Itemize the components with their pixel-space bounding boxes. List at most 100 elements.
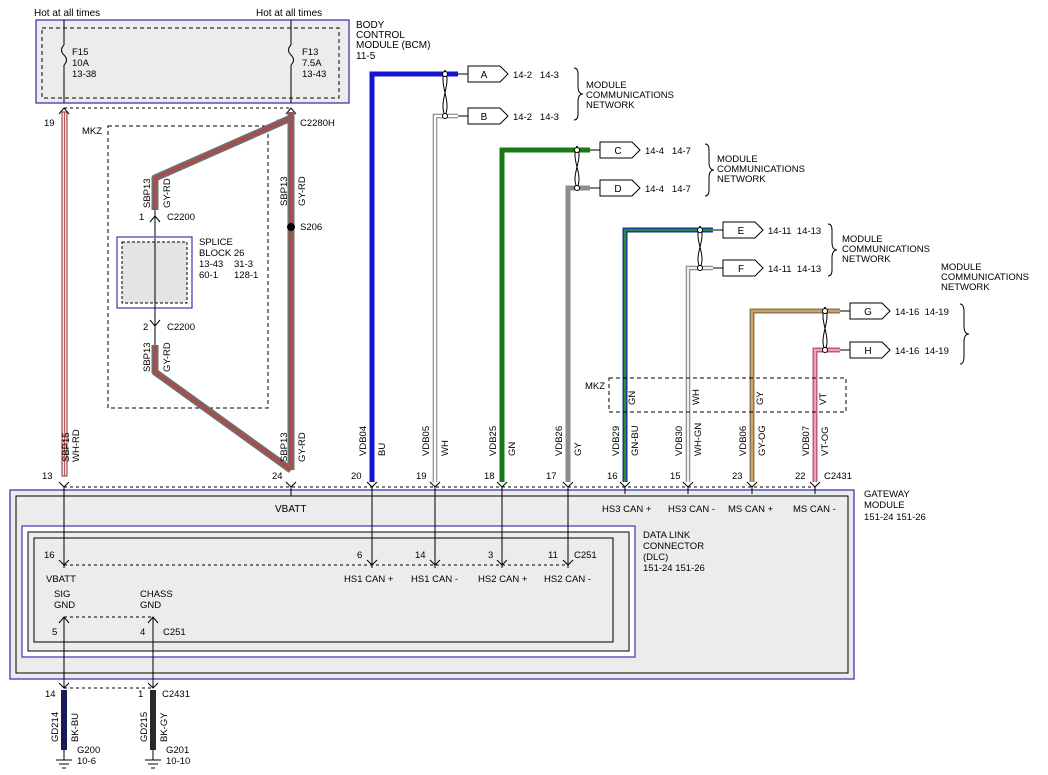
gw-pin22: 22 [795, 471, 806, 482]
network-1-line3: NETWORK [586, 100, 635, 111]
c2431-pins: 13 24 20 19 18 17 16 15 23 22 C2431 [42, 471, 852, 482]
circuit-vdb04: VDB04 [358, 426, 369, 456]
circuit-vdb30: VDB30 [674, 426, 685, 456]
c251-arrows [58, 559, 574, 566]
color-wh-gn: WH-GN [693, 423, 704, 456]
bkgy-label: BK-GY [159, 712, 170, 742]
gw-pin19: 19 [416, 471, 427, 482]
gyrd-label-b: GY-RD [297, 176, 308, 206]
sbp13-label-c: SBP13 [142, 342, 153, 372]
g201-ref: 10-10 [166, 756, 190, 767]
network-2-line2: COMMUNICATIONS [717, 164, 805, 175]
circuit-vdb26: VDB26 [554, 426, 565, 456]
gnd-wires-top [58, 616, 159, 688]
circuit-vdb29: VDB29 [611, 426, 622, 456]
bcm-title-2: CONTROL [356, 30, 405, 41]
mkz-label-left: MKZ [82, 126, 102, 137]
fuse-f13-ref: 13-43 [302, 69, 326, 80]
network-3-line2: COMMUNICATIONS [842, 244, 930, 255]
flag-b-refs: 14-2 14-3 [513, 112, 559, 123]
gd215-label: GD215 [139, 712, 150, 742]
dlc-title-3: (DLC) [643, 552, 668, 563]
wire-bk-gy [150, 690, 156, 750]
ground-symbol-g201 [145, 750, 161, 769]
g200-label: G200 [77, 745, 100, 756]
flag-c-letter: C [614, 146, 621, 157]
c2200-label-a: C2200 [167, 212, 195, 223]
color-bu: BU [377, 443, 388, 456]
wire-vdb07 [814, 349, 840, 482]
dlc-pin14: 14 [415, 550, 426, 561]
mkz-box-left [107, 125, 269, 409]
flag-b-letter: B [481, 112, 488, 123]
mkz-color-vt: VT [818, 393, 829, 405]
wire-wh-rd [61, 111, 68, 477]
wire-vdb05-outline [432, 113, 458, 482]
gw-pin23: 23 [732, 471, 743, 482]
gw-pin24: 24 [272, 471, 283, 482]
gw-c2431: C2431 [824, 471, 852, 482]
gw-pin18: 18 [484, 471, 495, 482]
wire-vdb29 [624, 229, 713, 482]
dlc-pin11: 11 [548, 550, 558, 561]
fuse-f13-amps: 7.5A [302, 58, 322, 69]
connector-flags [467, 65, 891, 359]
gd214-label: GD214 [50, 712, 61, 742]
dlc-c251: C251 [574, 550, 597, 561]
wire-vdb30 [686, 266, 713, 482]
flag-g-letter: G [864, 307, 872, 318]
gw-title-2: MODULE [864, 500, 905, 511]
hot-label-left: Hot at all times [34, 8, 100, 19]
sbp15-label: SBP15 [61, 432, 72, 462]
wire-vdb26 [565, 185, 590, 482]
splice-ref-2: 31-3 [234, 259, 253, 270]
flag-f-refs: 14-11 14-13 [768, 264, 821, 275]
network-2-line3: NETWORK [717, 174, 766, 185]
gw-title-3: 151-24 151-26 [864, 512, 926, 523]
dlc-title-4: 151-24 151-26 [643, 563, 705, 574]
gw-hs3-can-minus: HS3 CAN - [668, 504, 715, 515]
g201-label: G201 [166, 745, 189, 756]
mkz-box-right [608, 377, 847, 413]
sbp13-label-d: SBP13 [279, 432, 290, 462]
gyrd-label-c: GY-RD [162, 342, 173, 372]
gyrd-label-d: GY-RD [297, 432, 308, 462]
gnd-pin1: 1 [138, 689, 143, 700]
twisted-pair-marks [442, 69, 828, 353]
network-4-line2: COMMUNICATIONS [941, 272, 1029, 283]
wire-vdb04 [369, 71, 458, 482]
gw-vbatt: VBATT [275, 504, 306, 515]
flag-d-letter: D [614, 184, 621, 195]
flag-e-refs: 14-11 14-13 [768, 226, 821, 237]
dlc-title-2: CONNECTOR [643, 541, 704, 552]
flag-stubs [458, 73, 850, 351]
pin19-label: 19 [44, 118, 55, 129]
g200-ref: 10-6 [77, 756, 96, 767]
color-wh: WH [440, 440, 451, 456]
dlc-hs1-can-plus: HS1 CAN + [344, 574, 394, 585]
splice-ref-4: 128-1 [234, 270, 258, 281]
mkz-label-right: MKZ [585, 381, 605, 392]
hot-label-right: Hot at all times [256, 8, 322, 19]
wire-vdb06 [751, 310, 840, 482]
fuse-f15-name: F15 [72, 47, 88, 58]
circuit-vdb06: VDB06 [738, 426, 749, 456]
network-braces [573, 67, 970, 365]
s206-dot [287, 223, 295, 231]
flag-e-letter: E [738, 226, 745, 237]
fuse-f15-ref: 13-38 [72, 69, 96, 80]
wire-gy-rd [151, 112, 295, 473]
dlc-pin16: 16 [44, 550, 55, 561]
dlc-hs2-can-minus: HS2 CAN - [544, 574, 591, 585]
color-vt-og: VT-OG [820, 426, 831, 456]
bkbu-label: BK-BU [70, 713, 81, 742]
dlc-c251-b: C251 [163, 627, 186, 638]
dlc-hs1-can-minus: HS1 CAN - [411, 574, 458, 585]
dlc-pin4: 4 [140, 627, 145, 638]
gw-pin13: 13 [42, 471, 53, 482]
bcm-block: Hot at all times Hot at all times BODY C… [34, 8, 430, 104]
splice-title-1: SPLICE [199, 237, 233, 248]
pin2-label: 2 [143, 322, 148, 333]
flag-h-letter: H [864, 346, 871, 357]
dlc-pin5: 5 [52, 627, 57, 638]
